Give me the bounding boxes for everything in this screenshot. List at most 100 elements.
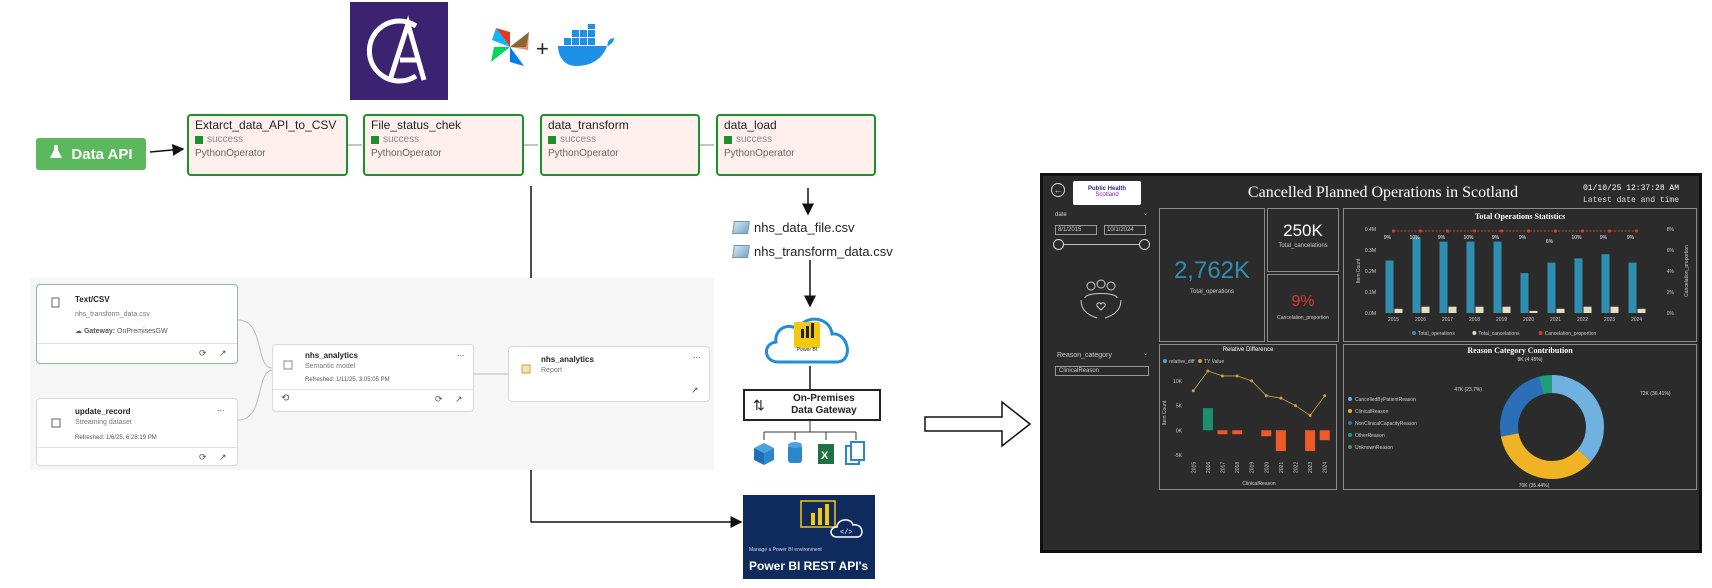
legend-marker <box>1198 359 1202 363</box>
data-label: 9% <box>1438 235 1446 241</box>
data-label: 9% <box>1384 235 1392 241</box>
back-icon[interactable]: ← <box>1051 183 1065 197</box>
bar-total-operations <box>1547 262 1556 313</box>
bar-total-operations <box>1520 273 1529 313</box>
y-axis-label: Item Count <box>1356 258 1362 283</box>
card-title: nhs_analytics <box>305 351 358 360</box>
kpi-total-operations-panel: 2,762K Total_operations <box>1159 208 1265 342</box>
card-title: Text/CSV <box>75 295 110 304</box>
x-tick-label: 2023 <box>1308 462 1314 473</box>
kpi-total-cancelations: 250K <box>1283 221 1323 240</box>
bar-total-operations <box>1385 260 1394 313</box>
bar-relative-diff <box>1217 430 1228 435</box>
task-operator: PythonOperator <box>195 148 266 159</box>
file-name: nhs_data_file.csv <box>754 220 855 235</box>
data-label: 6% <box>1546 239 1554 245</box>
date-slider-end-handle[interactable] <box>1139 239 1150 250</box>
point-ty-value <box>1308 413 1312 417</box>
legend-label: ClinicalReason <box>1355 409 1389 415</box>
latest-datetime: 01/10/25 12:37:28 AM <box>1583 184 1680 193</box>
point-cancelation-proportion <box>1580 229 1585 233</box>
date-slider-start-handle[interactable] <box>1053 239 1064 250</box>
task-status: success <box>207 134 244 145</box>
slicer-chevron-icon[interactable]: ⌄ <box>1143 351 1149 357</box>
x-tick-label: 2017 <box>1221 462 1227 473</box>
chart-title: Reason Category Contribution <box>1467 346 1573 355</box>
task-data-load[interactable]: data_load success PythonOperator <box>716 114 876 176</box>
lineage-icon[interactable]: ↗ <box>219 348 227 358</box>
bar-total-operations <box>1439 241 1448 313</box>
task-data-transform[interactable]: data_transform success PythonOperator <box>540 114 700 176</box>
legend-label: Cancelation_proportion <box>1545 331 1597 337</box>
lineage-icon[interactable]: ↗ <box>691 385 699 395</box>
bar-total-cancelations <box>1502 306 1511 313</box>
more-options-icon[interactable]: ... <box>457 348 465 358</box>
status-square-icon <box>548 136 556 144</box>
bar-relative-diff <box>1305 430 1316 452</box>
x-tick-label: 2024 <box>1323 462 1329 473</box>
task-status: success <box>736 134 773 145</box>
x-axis-label: ClinicalReason <box>1242 481 1276 487</box>
lineage-icon[interactable]: ↗ <box>219 452 227 462</box>
slice-label: 47K (23.7%) <box>1454 387 1482 393</box>
refresh-icon[interactable]: ⟳ <box>435 394 443 404</box>
y-tick-label: 10K <box>1173 379 1183 385</box>
x-tick-label: 2016 <box>1206 462 1212 473</box>
legend-marker <box>1348 397 1352 401</box>
y2-axis-label: Cancelation_proportion <box>1684 245 1690 297</box>
bar-total-operations <box>1601 254 1610 313</box>
data-label: 9% <box>1519 235 1527 241</box>
kpi-cancelation-proportion: 9% <box>1291 293 1315 310</box>
source-card-update-record[interactable]: update_record Streaming dataset Refreshe… <box>36 398 238 466</box>
kpi-proportion-panel: 9% Cancelation_proportion <box>1267 274 1339 342</box>
legend-label: relative_diff <box>1169 359 1195 365</box>
date-to-input[interactable]: 10/1/2024 <box>1104 225 1146 235</box>
slicer-chevron-icon[interactable]: ⌄ <box>1143 211 1149 217</box>
sync-icon[interactable]: ⟲ <box>281 393 290 404</box>
card-subtitle: nhs_transform_data.csv <box>75 311 150 318</box>
plus-sign: + <box>536 36 549 61</box>
y2-tick-label: 2% <box>1667 290 1675 296</box>
x-tick-label: 2019 <box>1250 462 1256 473</box>
point-cancelation-proportion <box>1526 229 1531 233</box>
x-tick-label: 2022 <box>1577 317 1588 323</box>
donut-slice <box>1500 376 1544 437</box>
more-options-icon[interactable]: ... <box>217 403 225 413</box>
bar-total-cancelations <box>1637 308 1646 313</box>
more-options-icon[interactable]: ... <box>693 350 701 360</box>
bar-total-cancelations <box>1610 306 1619 313</box>
power-bi-logo: Power BI <box>794 322 820 353</box>
card-subtitle: Report <box>541 367 563 374</box>
legend-label: Total_cancelations <box>1478 331 1520 337</box>
legend-label: CancelledByPatientReason <box>1355 397 1416 403</box>
data-api-label: Data API <box>71 145 133 163</box>
lineage-icon[interactable]: ↗ <box>455 394 463 404</box>
data-api-node: Data API <box>36 138 146 170</box>
data-label: 9% <box>1627 235 1635 241</box>
refresh-icon[interactable]: ⟳ <box>199 348 207 358</box>
power-bi-rest-api-card: </> Manage a Power BI environment Power … <box>743 495 875 579</box>
report-card[interactable]: nhs_analytics Report ... ↗ <box>508 346 710 402</box>
power-bi-label: Power BI <box>796 347 818 353</box>
refresh-icon[interactable]: ⟳ <box>199 452 207 462</box>
task-extract[interactable]: Extarct_data_API_to_CSV success PythonOp… <box>187 114 348 176</box>
source-card-text-csv[interactable]: Text/CSV nhs_transform_data.csv ☁ Gatewa… <box>36 284 238 364</box>
task-status: success <box>560 134 597 145</box>
y2-tick-label: 6% <box>1667 248 1675 254</box>
bar-total-operations <box>1412 237 1421 313</box>
point-cancelation-proportion <box>1472 229 1477 233</box>
rest-api-caption: Manage a Power BI environment <box>749 547 822 553</box>
dashboard-title: Cancelled Planned Operations in Scotland <box>1247 184 1519 201</box>
legend-marker <box>1538 331 1543 335</box>
date-from-input[interactable]: 8/1/2015 <box>1055 225 1097 235</box>
task-file-status[interactable]: File_status_chek success PythonOperator <box>363 114 524 176</box>
semantic-model-card[interactable]: nhs_analytics Semantic model Refreshed: … <box>272 344 474 412</box>
bar-total-operations <box>1628 262 1637 313</box>
cube-icon <box>754 443 774 465</box>
bar-relative-diff <box>1319 430 1330 441</box>
lineage-connectors <box>237 319 508 421</box>
reason-category-dropdown[interactable]: ClinicalReason <box>1055 366 1149 376</box>
legend-label: TY Value <box>1204 359 1224 365</box>
svg-text:</>: </> <box>840 529 853 537</box>
